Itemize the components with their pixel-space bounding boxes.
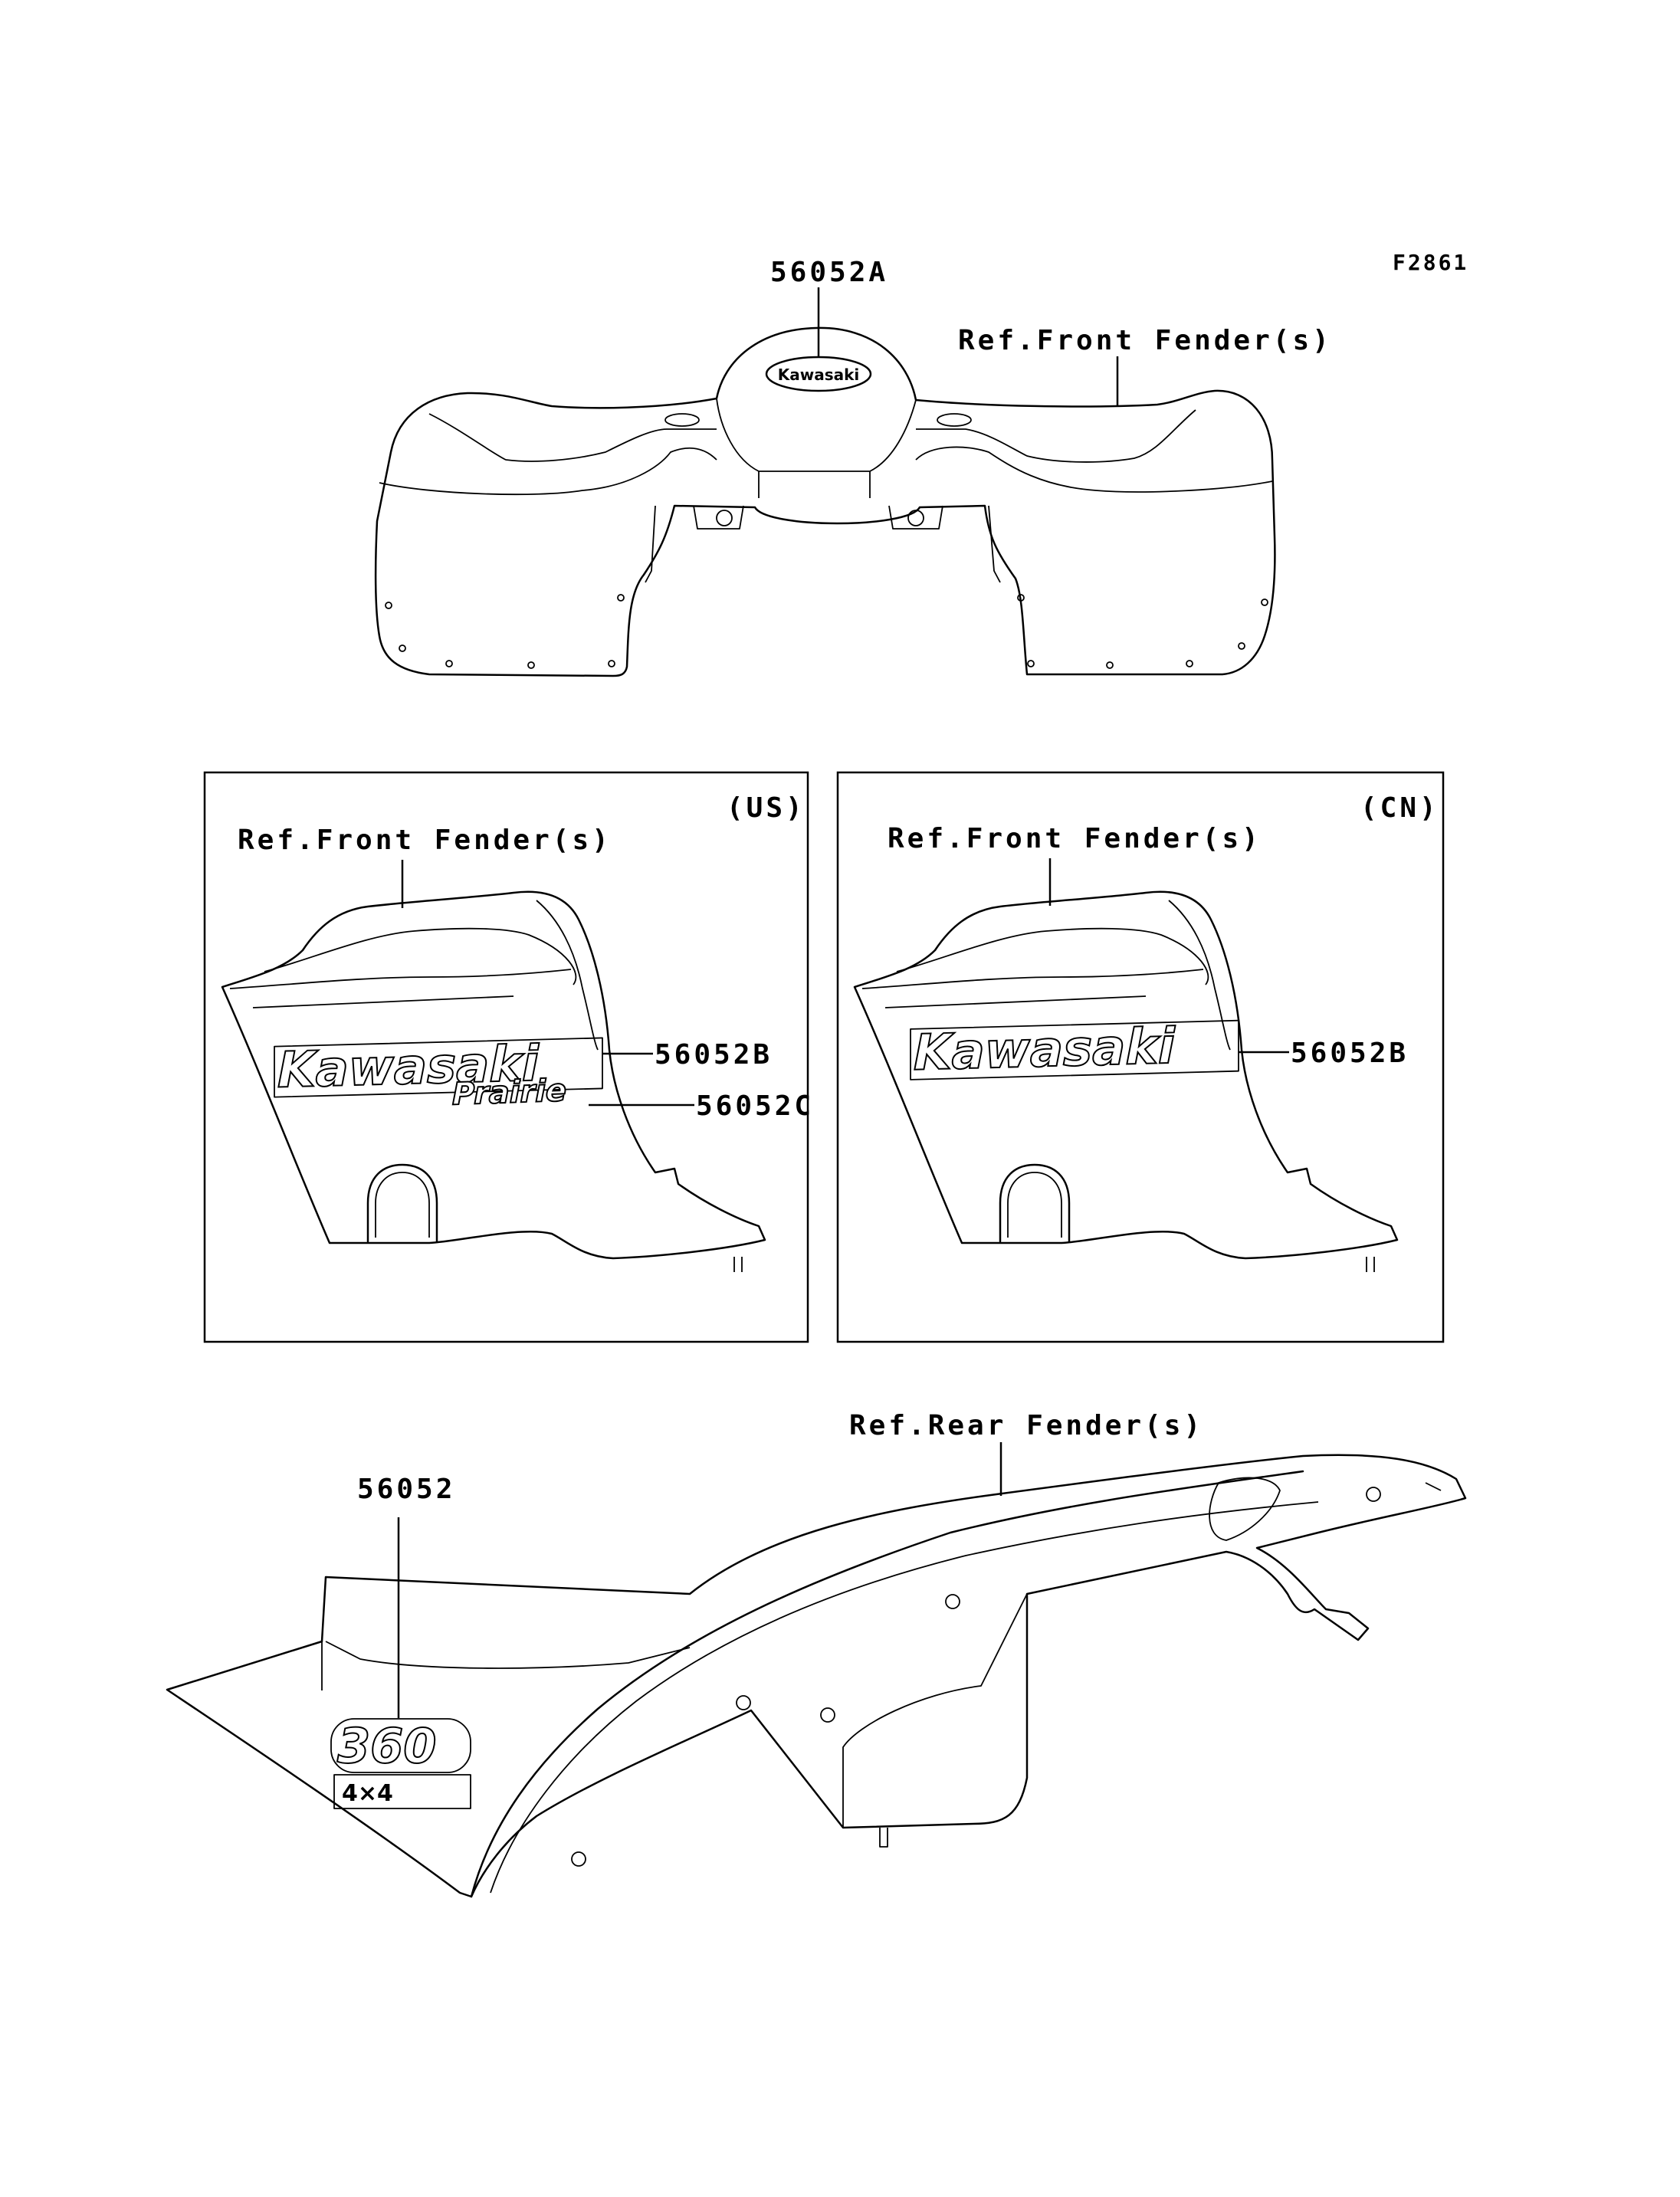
logo-prairie-us: Prairie — [452, 1073, 566, 1112]
part-label-56052C-us: 56052C — [696, 1090, 814, 1122]
ref-label-rear-fender: Ref.Rear Fender(s) — [849, 1410, 1203, 1441]
part-label-56052: 56052 — [357, 1474, 455, 1505]
region-label-us: (US) — [727, 792, 806, 824]
part-label-56052A: 56052A — [770, 257, 888, 288]
logo-kawasaki-us: Kawasaki — [277, 1036, 540, 1100]
region-label-cn: (CN) — [1360, 792, 1439, 824]
ref-label-front-fender-us: Ref.Front Fender(s) — [238, 825, 612, 856]
figure-code: F2861 — [1393, 250, 1468, 275]
part-label-56052B-cn: 56052B — [1291, 1038, 1409, 1069]
ref-label-front-fender-top: Ref.Front Fender(s) — [958, 325, 1332, 356]
ref-label-front-fender-cn: Ref.Front Fender(s) — [888, 823, 1262, 854]
part-label-56052B-us: 56052B — [655, 1039, 773, 1071]
panel-cn: (CN) Ref.Front Fender(s) Kawasaki 56052B — [836, 771, 1445, 1343]
logo-kawasaki-cn: Kawasaki — [914, 1018, 1176, 1082]
badge-360: 360 4×4 — [330, 1717, 471, 1809]
badge-360-sub: 4×4 — [342, 1780, 393, 1807]
badge-360-number: 360 — [337, 1718, 436, 1774]
front-fender-top-view: Kawasaki — [374, 326, 1276, 677]
emblem-text: Kawasaki — [778, 366, 860, 384]
panel-us: (US) Ref.Front Fender(s) Kawasaki Prairi… — [203, 771, 814, 1343]
rear-fender-view: 360 4×4 — [166, 1454, 1467, 1898]
